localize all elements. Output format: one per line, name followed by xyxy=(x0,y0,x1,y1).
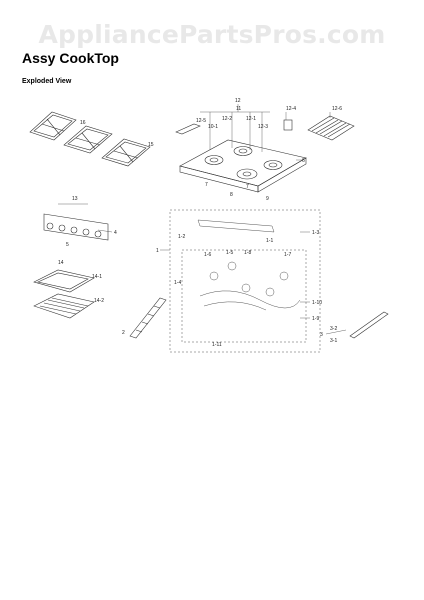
callout: 5 xyxy=(66,242,69,248)
callout: 3 xyxy=(320,332,323,338)
callout: 12-1 xyxy=(246,116,256,122)
callout: 6 xyxy=(302,158,305,164)
side-rails xyxy=(129,297,389,339)
callout: 1-1 xyxy=(266,238,273,244)
igniter-bracket xyxy=(283,119,293,131)
grate-left xyxy=(29,111,77,141)
callout-labels: 12 12-5 12-2 11 10-1 12-1 12-3 12-4 12-6… xyxy=(58,98,342,348)
drawer-pan xyxy=(33,269,95,319)
watermark: AppliancePartsPros.com xyxy=(38,20,386,49)
callout: 12 xyxy=(235,98,241,104)
callout: 12-6 xyxy=(332,106,342,112)
callout: 14 xyxy=(58,260,64,266)
callout: 3-2 xyxy=(330,326,337,332)
control-panel xyxy=(43,213,109,241)
callout: 1-8 xyxy=(244,250,251,256)
page-title: Assy CookTop xyxy=(22,50,119,66)
grate-middle xyxy=(63,125,113,154)
callout: 13 xyxy=(72,196,78,202)
view-subtitle: Exploded View xyxy=(22,78,72,85)
callout: 1-3 xyxy=(312,230,319,236)
callout: 10-1 xyxy=(208,124,218,130)
callout: 1-5 xyxy=(226,250,233,256)
manifold-bar xyxy=(197,219,275,233)
callout: 7 xyxy=(205,182,208,188)
callout: 3-1 xyxy=(330,338,337,344)
callout: 15 xyxy=(148,142,154,148)
manifold-assembly xyxy=(169,209,321,353)
callout: 1 xyxy=(156,248,159,254)
callout: 1-11 xyxy=(212,342,222,348)
callout: 1-6 xyxy=(204,252,211,258)
callout: 16 xyxy=(80,120,86,126)
control-strip xyxy=(175,123,201,135)
broil-rack xyxy=(307,115,355,141)
callout: 12-4 xyxy=(286,106,296,112)
cooktop-panel xyxy=(179,139,307,187)
callout: 14-2 xyxy=(94,298,104,304)
callout: 9 xyxy=(266,196,269,202)
callout: 11 xyxy=(236,106,241,112)
callout: 1-10 xyxy=(312,300,322,306)
callout: 7 xyxy=(246,184,249,190)
callout: 1-4 xyxy=(174,280,181,286)
callout: 1-9 xyxy=(312,316,319,322)
callout: 14-1 xyxy=(92,274,102,280)
cooktop-assembly xyxy=(175,115,355,193)
rail-right xyxy=(349,311,389,339)
grate-right xyxy=(101,138,151,167)
callout: 12-3 xyxy=(258,124,268,130)
callout: 2 xyxy=(122,330,125,336)
callout: 1-2 xyxy=(178,234,185,240)
leader-lines xyxy=(58,104,347,335)
callout: 8 xyxy=(230,192,233,198)
callout: 12-5 xyxy=(196,118,206,124)
callout: 12-2 xyxy=(222,116,232,122)
callout: 4 xyxy=(114,230,117,236)
callout: 1-7 xyxy=(284,252,291,258)
rail-left xyxy=(129,297,167,339)
burner-grates xyxy=(29,111,151,167)
